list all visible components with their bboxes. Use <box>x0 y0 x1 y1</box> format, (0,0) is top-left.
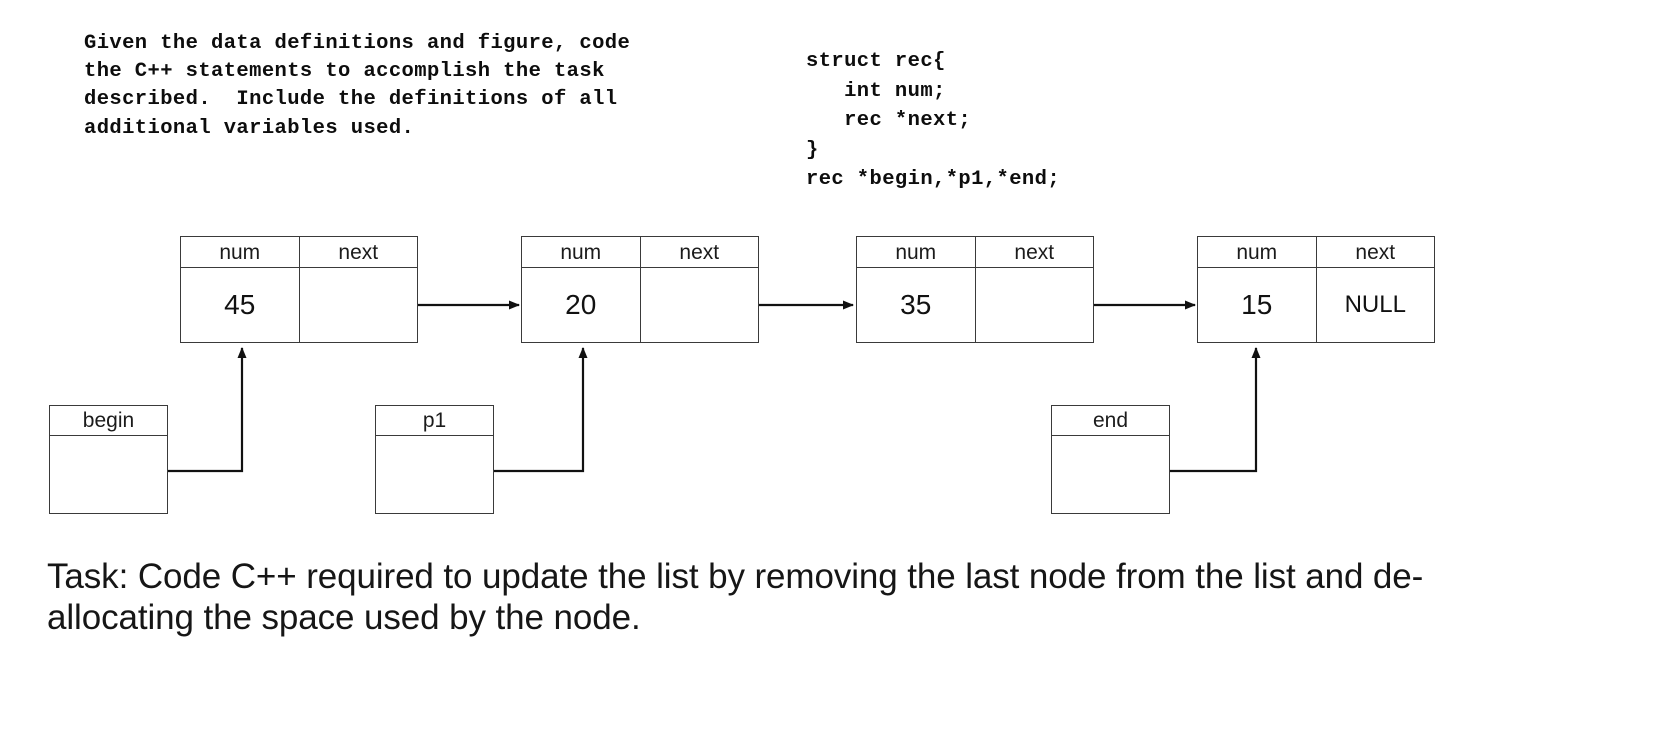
pointer-slot-end <box>1052 436 1169 513</box>
node-header: num next <box>181 237 417 268</box>
pointer-slot-begin <box>50 436 167 513</box>
node-header: num next <box>857 237 1093 268</box>
node-header-next: next <box>1014 240 1055 264</box>
node-body: 35 <box>857 268 1093 342</box>
arrow-end-to-node4 <box>1170 347 1261 473</box>
pointer-label-p1: p1 <box>376 406 493 436</box>
list-node: num next 45 <box>180 236 418 343</box>
node-header-num: num <box>1198 237 1317 267</box>
task-description: Task: Code C++ required to update the li… <box>47 557 1424 637</box>
node-body: 45 <box>181 268 417 342</box>
pointer-box-end: end <box>1051 405 1170 514</box>
node-header-num: num <box>181 237 300 267</box>
node-header: num next <box>522 237 758 268</box>
pointer-label-end: end <box>1052 406 1169 436</box>
arrow-p1-to-node2 <box>494 347 588 473</box>
node-header-next: next <box>338 240 379 264</box>
node-value-num: 20 <box>522 268 641 342</box>
pointer-box-begin: begin <box>49 405 168 514</box>
pointer-box-p1: p1 <box>375 405 494 514</box>
pointer-slot-p1 <box>376 436 493 513</box>
node-header-num: num <box>857 237 976 267</box>
node-header: num next <box>1198 237 1434 268</box>
node-value-next <box>641 268 759 342</box>
node-body: 20 <box>522 268 758 342</box>
node-header-num: num <box>522 237 641 267</box>
list-node: num next 15 NULL <box>1197 236 1435 343</box>
instructions-text: Given the data definitions and figure, c… <box>84 32 631 140</box>
struct-definition-code: struct rec{ int num; rec *next; } rec *b… <box>806 50 1061 191</box>
node-header-next: next <box>679 240 720 264</box>
node-value-next: NULL <box>1344 291 1406 318</box>
node-value-num: 45 <box>181 268 300 342</box>
node-value-num: 15 <box>1198 268 1317 342</box>
node-value-num: 35 <box>857 268 976 342</box>
list-node: num next 20 <box>521 236 759 343</box>
diagram-connectors <box>168 300 1261 473</box>
linked-list-diagram: num next 45 num next 20 num next 35 <box>49 236 1435 514</box>
node-header-next: next <box>1355 240 1396 264</box>
pointer-label-begin: begin <box>50 406 167 436</box>
node-value-next <box>300 268 418 342</box>
node-value-next <box>976 268 1094 342</box>
node-body: 15 NULL <box>1198 268 1434 342</box>
arrow-begin-to-node1 <box>168 347 247 473</box>
list-node: num next 35 <box>856 236 1094 343</box>
